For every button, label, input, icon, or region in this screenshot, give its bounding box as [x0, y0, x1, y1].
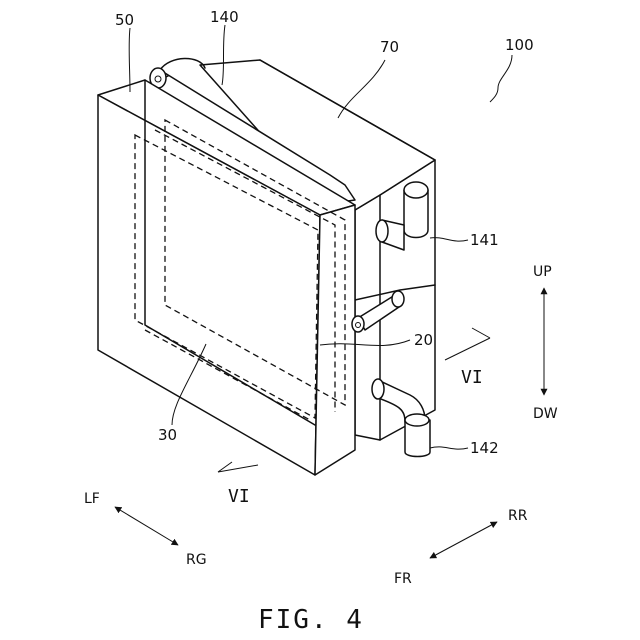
label-142: 142: [470, 439, 499, 457]
direction-fr: FR: [394, 571, 412, 587]
direction-down: DW: [533, 406, 558, 422]
label-141: 141: [470, 231, 499, 249]
section-mark-right: VI: [461, 367, 483, 388]
rr-fr-arrow: [430, 522, 497, 558]
label-140: 140: [210, 8, 239, 26]
section-arrow-bottom: [218, 462, 258, 472]
label-50: 50: [115, 11, 134, 29]
direction-rg: RG: [186, 552, 207, 568]
direction-lf: LF: [84, 491, 100, 507]
label-70: 70: [380, 38, 399, 56]
label-30: 30: [158, 426, 177, 444]
section-arrow-right: [445, 328, 490, 360]
lf-rg-arrow: [115, 507, 178, 545]
figure-caption: FIG. 4: [258, 605, 364, 635]
direction-up: UP: [533, 264, 552, 280]
label-20: 20: [414, 331, 433, 349]
direction-rr: RR: [508, 508, 528, 524]
label-100: 100: [505, 36, 534, 54]
section-mark-bottom: VI: [228, 486, 250, 507]
